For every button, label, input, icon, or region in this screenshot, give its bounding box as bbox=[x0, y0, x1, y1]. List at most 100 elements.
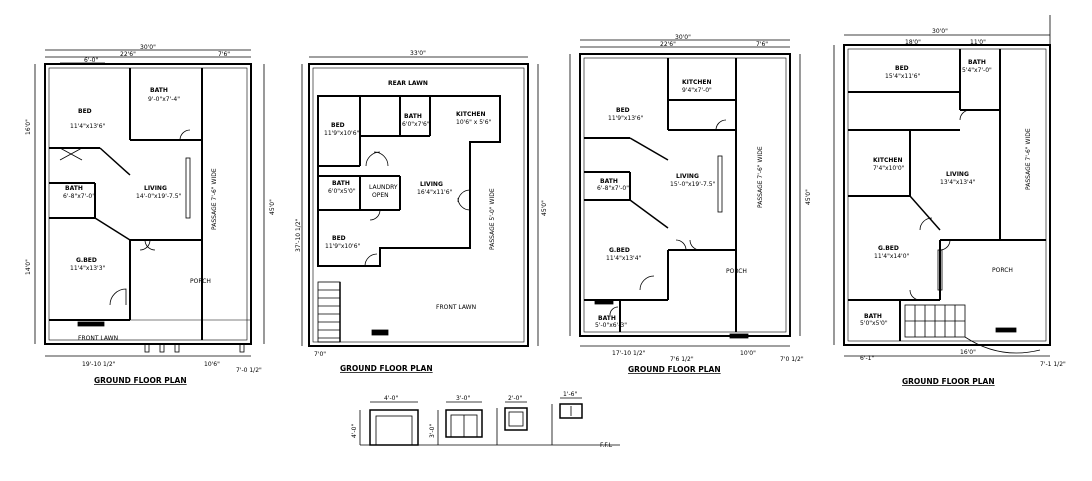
window-label-side2: 3'-0" bbox=[429, 424, 436, 438]
plan4-kitchen-name: KITCHEN bbox=[873, 157, 903, 164]
plan-4 bbox=[833, 15, 1051, 357]
plan1-bath2-dim: 6'-8"x7'-0" bbox=[63, 193, 95, 200]
plan3-dim-top-a: 22'6" bbox=[660, 41, 676, 48]
plan4-bath1-dim: 5'4"x7'-0" bbox=[962, 67, 992, 74]
plan4-dim-bottom-c: 7'-1 1/2" bbox=[1040, 361, 1066, 368]
plan1-dim-right-total: 45'0" bbox=[269, 199, 276, 215]
plan1-porch: PORCH bbox=[190, 278, 211, 285]
plan2-bath1-dim: 6'0"x7'6" bbox=[402, 121, 430, 128]
plan1-title: GROUND FLOOR PLAN bbox=[94, 376, 187, 385]
plan3-living-name: LIVING bbox=[676, 173, 699, 180]
plan3-bed-dim: 11'9"x13'6" bbox=[608, 115, 644, 122]
plan2-open: OPEN bbox=[372, 192, 389, 199]
plan1-bath1-dim: 9'-0"x7'-4" bbox=[148, 96, 180, 103]
plan2-labels: 33'0" REAR LAWN BED 11'9"x10'6" BATH 6'0… bbox=[295, 50, 548, 373]
plan2-passage: PASSAGE 5'-0" WIDE bbox=[489, 188, 496, 250]
plan3-kitchen-name: KITCHEN bbox=[682, 79, 712, 86]
plan2-rear-lawn: REAR LAWN bbox=[388, 80, 428, 87]
plan2-front-lawn: FRONT LAWN bbox=[436, 304, 476, 311]
plan2-bath2-dim: 6'0"x5'0" bbox=[328, 188, 356, 195]
plan2-bed1-dim: 11'9"x10'6" bbox=[324, 130, 360, 137]
window-label-w2: 3'-0" bbox=[456, 395, 470, 402]
plan4-passage: PASSAGE 7'-6" WIDE bbox=[1025, 128, 1032, 190]
plan3-dim-right-total: 45'0" bbox=[805, 189, 812, 205]
plan3-labels: 30'0" 22'6" 7'6" BED 11'9"x13'6" KITCHEN… bbox=[595, 34, 812, 374]
plan4-dim-bottom-a: 6'-1" bbox=[860, 355, 874, 362]
plan2-dim-bottom: 7'0" bbox=[314, 351, 326, 358]
plan1-dim-top-total: 30'0" bbox=[140, 44, 156, 51]
plan1-passage: PASSAGE 7'-6" WIDE bbox=[211, 168, 218, 230]
window-label-w4: 1'-6" bbox=[563, 391, 577, 398]
plan1-dim-side-a: 16'0" bbox=[25, 119, 32, 135]
plan4-bed-dim: 15'4"x11'6" bbox=[885, 73, 921, 80]
plan4-dim-bottom-b: 16'0" bbox=[960, 349, 976, 356]
window-detail-1ft6 bbox=[559, 403, 583, 419]
plan3-bath-name: BATH bbox=[600, 178, 618, 185]
plan1-dim-bottom-a: 19'-10 1/2" bbox=[82, 361, 116, 368]
window-label-w1: 4'-0" bbox=[384, 395, 398, 402]
plan1-living-dim: 14'-0"x19'-7.5" bbox=[136, 193, 182, 200]
plan3-passage: PASSAGE 7'-6" WIDE bbox=[757, 146, 764, 208]
plan3-dim-top-b: 7'6" bbox=[756, 41, 768, 48]
plan1-bed-name: BED bbox=[78, 108, 92, 115]
plan4-dim-top-total: 30'0" bbox=[932, 28, 948, 35]
plan1-dim-bottom-b: 10'6" bbox=[204, 361, 220, 368]
plan2-title: GROUND FLOOR PLAN bbox=[340, 364, 433, 373]
plan4-bath1-name: BATH bbox=[968, 59, 986, 66]
plan4-gbed-name: G.BED bbox=[878, 245, 899, 252]
plan2-bath2-name: BATH bbox=[332, 180, 350, 187]
plan2-living-name: LIVING bbox=[420, 181, 443, 188]
plan1-dim-bottom-c: 7'-0 1/2" bbox=[236, 367, 262, 374]
window-label-side1: 4'-0" bbox=[351, 424, 358, 438]
plan1-dim-top-a: 22'6" bbox=[120, 51, 136, 58]
plan2-kitchen-name: KITCHEN bbox=[456, 111, 486, 118]
plan4-kitchen-dim: 7'4"x10'0" bbox=[873, 165, 905, 172]
window-labels: 4'-0" 3'-0" 2'-0" 1'-6" 4'-0" 3'-0" F.F.… bbox=[351, 391, 613, 449]
plan4-dim-top-a: 18'0" bbox=[905, 39, 921, 46]
plan3-dim-bottom-c: 10'0" bbox=[740, 350, 756, 357]
plan2-bed2-name: BED bbox=[332, 235, 346, 242]
plan2-bed2-dim: 11'9"x10'6" bbox=[325, 243, 361, 250]
plan3-kitchen-dim: 9'4"x7'-0" bbox=[682, 87, 712, 94]
plan4-dim-top-b: 11'0" bbox=[970, 39, 986, 46]
plan2-dim-top-total: 33'0" bbox=[410, 50, 426, 57]
plan3-bath2-name: BATH bbox=[598, 315, 616, 322]
plan2-laundry: LAUNDRY bbox=[369, 184, 398, 191]
plan1-dim-side-b: 14'0" bbox=[25, 259, 32, 275]
plan1-bed-dim: 11'4"x13'6" bbox=[70, 123, 106, 130]
plan4-title: GROUND FLOOR PLAN bbox=[902, 377, 995, 386]
plan3-bath2-dim: 5'-0"x6'-3" bbox=[595, 322, 627, 329]
plan4-gbed-dim: 11'4"x14'0" bbox=[874, 253, 910, 260]
plan3-outer-wall bbox=[579, 53, 791, 337]
plan3-gbed-name: G.BED bbox=[609, 247, 630, 254]
plan4-living-dim: 13'4"x13'4" bbox=[940, 179, 976, 186]
plan4-bath2-dim: 5'0"x5'0" bbox=[860, 320, 888, 327]
window-label-w3: 2'-0" bbox=[508, 395, 522, 402]
plan2-bed1-name: BED bbox=[331, 122, 345, 129]
plan4-bed-name: BED bbox=[895, 65, 909, 72]
plan3-bath-dim: 6'-8"x7'-0" bbox=[597, 185, 629, 192]
plan3-dim-bottom-b: 7'6 1/2" bbox=[670, 356, 694, 363]
plan2-dim-left-total: 37'-10 1/2" bbox=[295, 218, 302, 252]
plan1-bath2-name: BATH bbox=[65, 185, 83, 192]
plan1-dim-top-b: 7'6" bbox=[218, 51, 230, 58]
plan3-bed-name: BED bbox=[616, 107, 630, 114]
plan3-living-dim: 15'-0"x19'-7.5" bbox=[670, 181, 716, 188]
plan-3 bbox=[569, 39, 801, 347]
plan-2 bbox=[301, 56, 539, 347]
window-detail-4ft bbox=[369, 409, 419, 446]
plan4-bath2-name: BATH bbox=[864, 313, 882, 320]
plan1-gbed-dim: 11'4"x13'3" bbox=[70, 265, 106, 272]
plan3-title: GROUND FLOOR PLAN bbox=[628, 365, 721, 374]
plan3-dim-top-total: 30'0" bbox=[675, 34, 691, 41]
window-details bbox=[359, 397, 620, 446]
plan1-labels: 30'0" 22'6" 7'6" 6'-0" BED 11'4"x13'6" B… bbox=[25, 44, 276, 385]
plan1-outer-wall bbox=[44, 63, 252, 345]
plan1-dim-bath-top: 6'-0" bbox=[84, 57, 98, 64]
plan3-porch: PORCH bbox=[726, 268, 747, 275]
plan3-dim-bottom-a: 17'-10 1/2" bbox=[612, 350, 646, 357]
plan4-labels: 30'0" 18'0" 11'0" BED 15'4"x11'6" BATH 5… bbox=[860, 28, 1066, 386]
plan3-dim-bottom-d: 7'0 1/2" bbox=[780, 356, 804, 363]
